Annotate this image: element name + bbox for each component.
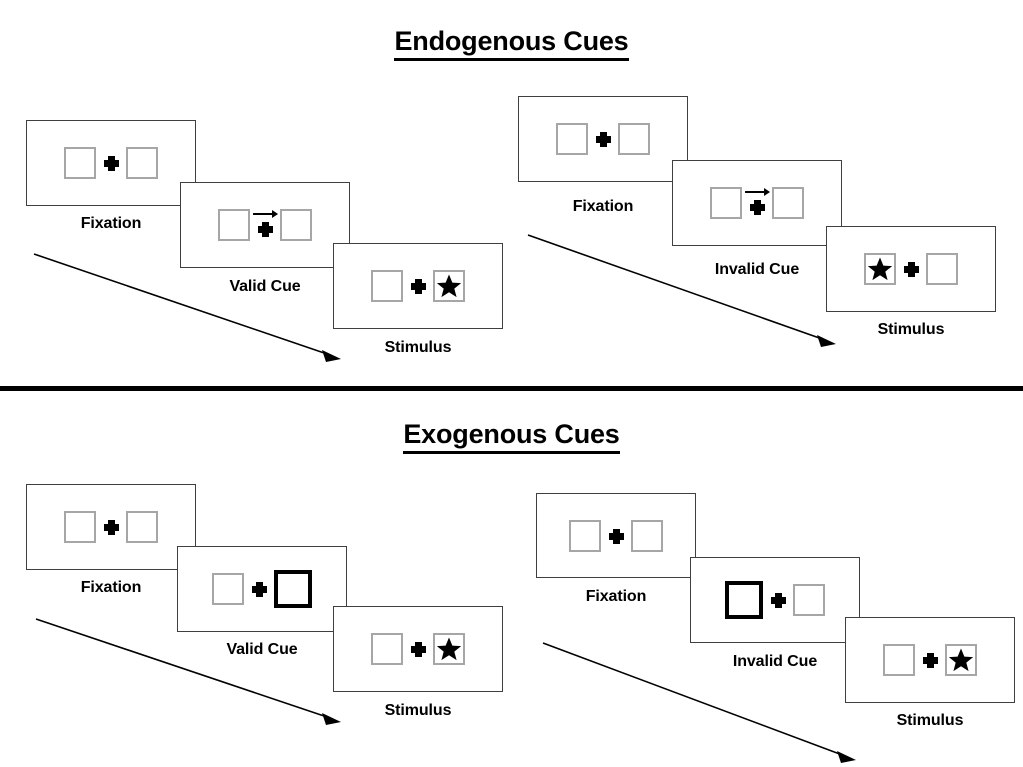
right-placeholder-box (618, 123, 650, 155)
fixation-cross-icon (601, 526, 631, 546)
panel-exogenous-valid-fixation[interactable] (26, 484, 196, 570)
section-title-exogenous: Exogenous Cues (0, 419, 1023, 454)
left-placeholder-box (710, 187, 742, 219)
left-placeholder-box (371, 633, 403, 665)
left-placeholder-box (556, 123, 588, 155)
arrow-right-icon (253, 210, 279, 218)
right-placeholder-box (793, 584, 825, 616)
right-placeholder-box (126, 511, 158, 543)
stage-label-endogenous-valid-cue: Valid Cue (229, 278, 301, 295)
fixation-cross-icon (742, 188, 772, 218)
left-placeholder-box-cued (725, 581, 763, 619)
panel-exogenous-valid-stimulus[interactable] (333, 606, 503, 692)
fixation-cross-icon (403, 639, 433, 659)
time-flow-arrow-exogenous-invalid (542, 642, 856, 763)
fixation-cross-icon (588, 129, 618, 149)
section-divider (0, 386, 1023, 391)
panel-endogenous-invalid-fixation[interactable] (518, 96, 688, 182)
fixation-cross-icon (403, 276, 433, 296)
stage-label-exogenous-invalid-fixation: Fixation (585, 588, 647, 605)
fixation-cross-icon (763, 590, 793, 610)
stage-label-exogenous-valid-cue: Valid Cue (226, 641, 298, 658)
right-placeholder-box (772, 187, 804, 219)
stage-label-endogenous-invalid-cue: Invalid Cue (714, 261, 800, 278)
star-icon (436, 274, 462, 298)
section-title-exogenous-text: Exogenous Cues (403, 419, 620, 454)
stage-label-endogenous-invalid-fixation: Fixation (572, 198, 634, 215)
star-icon (867, 257, 893, 281)
panel-exogenous-invalid-stimulus[interactable] (845, 617, 1015, 703)
panel-endogenous-valid-cue[interactable] (180, 182, 350, 268)
fixation-cross-icon (896, 259, 926, 279)
arrow-right-icon (745, 188, 771, 196)
panel-endogenous-invalid-stimulus[interactable] (826, 226, 996, 312)
panel-endogenous-valid-fixation[interactable] (26, 120, 196, 206)
fixation-cross-icon (244, 579, 274, 599)
stage-label-exogenous-valid-stimulus: Stimulus (384, 702, 452, 719)
panel-exogenous-invalid-fixation[interactable] (536, 493, 696, 578)
panel-exogenous-invalid-cue[interactable] (690, 557, 860, 643)
left-placeholder-box (883, 644, 915, 676)
panel-exogenous-valid-cue[interactable] (177, 546, 347, 632)
left-placeholder-box (64, 147, 96, 179)
star-icon (436, 637, 462, 661)
panel-endogenous-valid-stimulus[interactable] (333, 243, 503, 329)
star-icon (948, 648, 974, 672)
right-placeholder-box (926, 253, 958, 285)
right-placeholder-box (433, 270, 465, 302)
right-placeholder-box-cued (274, 570, 312, 608)
fixation-cross-icon (915, 650, 945, 670)
right-placeholder-box (280, 209, 312, 241)
right-placeholder-box (126, 147, 158, 179)
section-title-endogenous-text: Endogenous Cues (394, 26, 629, 61)
fixation-cross-icon (96, 517, 126, 537)
left-placeholder-box (371, 270, 403, 302)
left-placeholder-box (212, 573, 244, 605)
stage-label-exogenous-invalid-cue: Invalid Cue (732, 653, 818, 670)
left-placeholder-box (64, 511, 96, 543)
stage-label-exogenous-invalid-stimulus: Stimulus (896, 712, 964, 729)
stage-label-endogenous-valid-fixation: Fixation (80, 215, 142, 232)
stage-label-exogenous-valid-fixation: Fixation (80, 579, 142, 596)
right-placeholder-box (945, 644, 977, 676)
stage-label-endogenous-valid-stimulus: Stimulus (384, 339, 452, 356)
panel-endogenous-invalid-cue[interactable] (672, 160, 842, 246)
left-placeholder-box (864, 253, 896, 285)
right-placeholder-box (433, 633, 465, 665)
left-placeholder-box (218, 209, 250, 241)
right-placeholder-box (631, 519, 663, 552)
left-placeholder-box (569, 519, 601, 552)
fixation-cross-icon (250, 210, 280, 240)
stage-label-endogenous-invalid-stimulus: Stimulus (877, 321, 945, 338)
section-title-endogenous: Endogenous Cues (0, 26, 1023, 61)
fixation-cross-icon (96, 153, 126, 173)
